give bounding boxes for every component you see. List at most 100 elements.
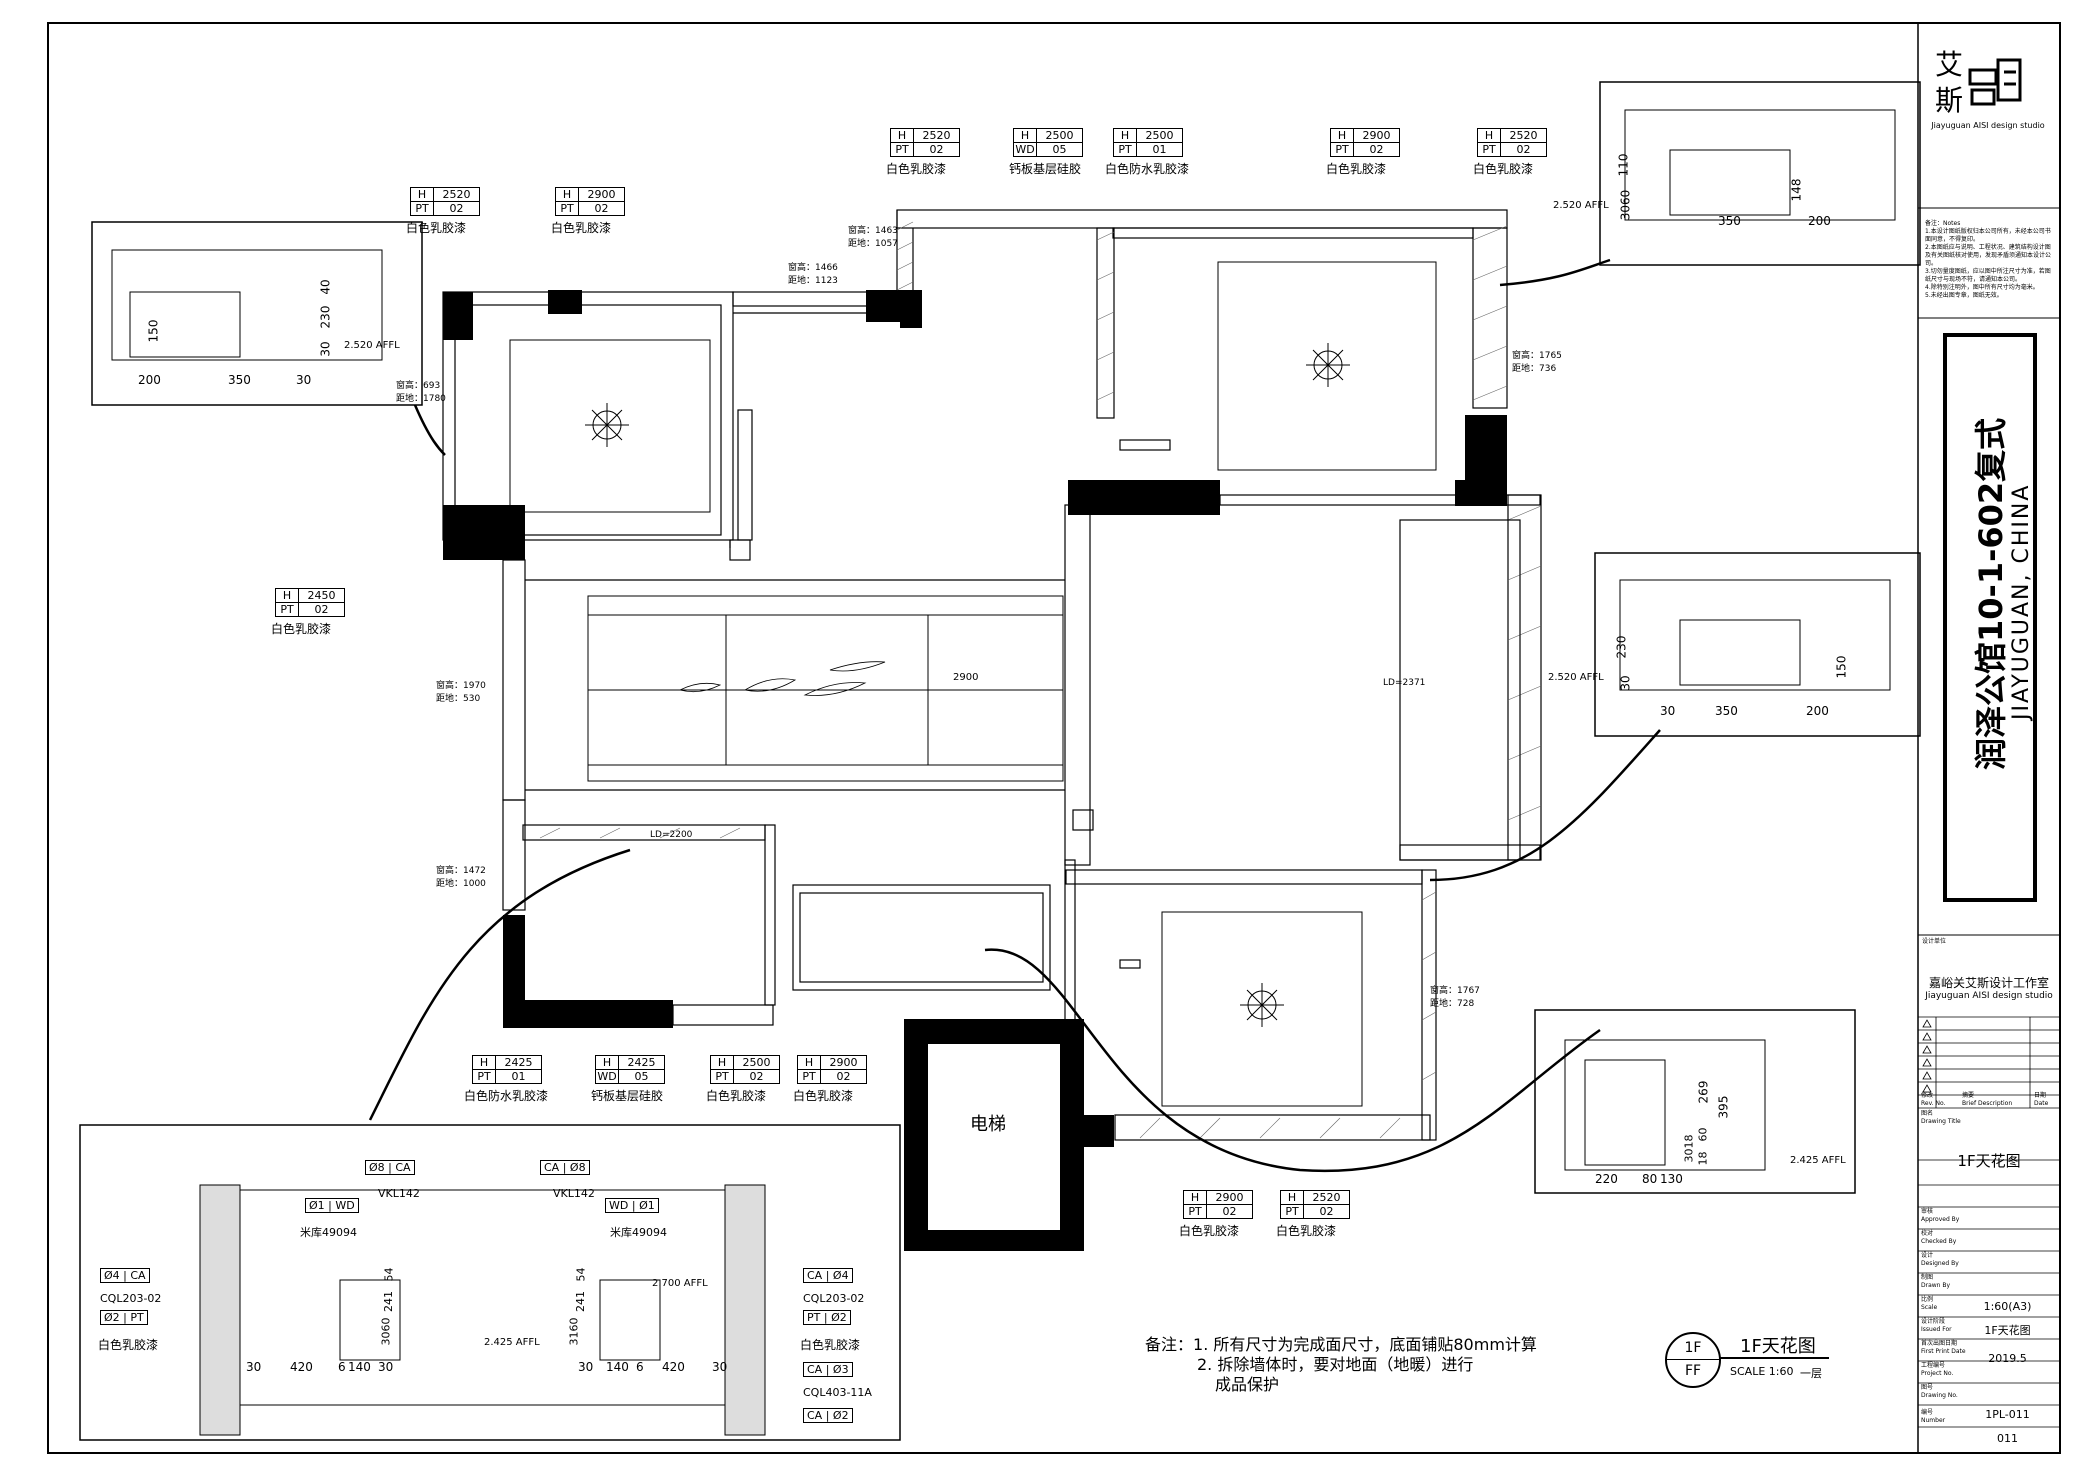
tag-code: WD	[1014, 143, 1037, 156]
plan-title: 1F天花图	[1740, 1336, 1816, 1357]
tag-height: 2900	[829, 1056, 858, 1069]
plan-scale: SCALE 1:60	[1730, 1365, 1794, 1378]
tag-material: 白色乳胶漆	[706, 1089, 767, 1103]
bl-dim: 420	[290, 1360, 313, 1374]
bl-tag: CA | Ø4	[803, 1268, 853, 1283]
tag-code: PT	[798, 1070, 821, 1083]
tag-code: PT	[891, 143, 914, 156]
tag-material: 白色乳胶漆	[551, 221, 612, 235]
detail-br-affl: 2.425 AFFL	[1790, 1155, 1846, 1166]
tag-code: PT	[411, 202, 434, 215]
thin-walls	[442, 209, 1542, 1141]
tag-num: 02	[1319, 1205, 1334, 1218]
bl-dim: 30	[712, 1360, 728, 1374]
remarks: 备注：1. 所有尺寸为完成面尺寸，底面铺贴80mm计算 2. 拆除墙体时，要对地…	[1145, 1335, 1537, 1395]
plan-code: FF	[1684, 1363, 1702, 1379]
bl-dim: 140	[606, 1360, 629, 1374]
elevator-label: 电梯	[970, 1114, 1006, 1135]
notes-line: 5.未经出图专章，图纸无效。	[1925, 292, 2003, 299]
detail-br-dim: 18	[1696, 1151, 1710, 1166]
tag-height: 2900	[1215, 1191, 1244, 1204]
bl-tag: Ø4 | CA	[100, 1268, 150, 1283]
project-title-cn: 润泽公馆10-1-602复式	[1972, 418, 2010, 770]
notes-title: 备注：Notes	[1925, 220, 1961, 227]
detail-br-dim: 3018	[1682, 1134, 1696, 1163]
tag-height: 2520	[442, 188, 471, 201]
tag-height: 2900	[587, 188, 616, 201]
detail-mr-dim: 30	[1618, 675, 1633, 691]
bl-cql-right2: CQL403-11A	[803, 1386, 872, 1399]
bl-dim: 3160	[567, 1317, 581, 1346]
tag-height: 2900	[1362, 129, 1391, 142]
tag-height: 2520	[922, 129, 951, 142]
drawing-title: 1F天花图	[1957, 1152, 2021, 1170]
detail-mr-dim: 350	[1715, 704, 1738, 718]
scale-value: 1:60(A3)	[1983, 1300, 2032, 1313]
detail-mr-dim: 30	[1660, 704, 1676, 718]
tag-code: PT	[711, 1070, 734, 1083]
bl-dim: 30	[378, 1360, 394, 1374]
bl-cql-right: CQL203-02	[803, 1292, 865, 1305]
leaf-decoration	[678, 661, 886, 696]
tag-code: PT	[1114, 143, 1137, 156]
bl-dim: 140	[348, 1360, 371, 1374]
sheet-value: 1F天花图	[1984, 1324, 2031, 1337]
tag-material: 白色乳胶漆	[406, 221, 467, 235]
tag-height: 2425	[627, 1056, 656, 1069]
notes-line: 4.除特别注明外，图中所有尺寸均为毫米。	[1925, 284, 2039, 291]
bl-dim: 54	[382, 1267, 396, 1282]
number-label: 编号 Number	[1921, 1409, 1946, 1424]
detail-mr-affl: 2.520 AFFL	[1548, 672, 1604, 683]
bl-dim: 241	[382, 1291, 395, 1312]
tag-material: 白色防水乳胶漆	[1105, 162, 1190, 176]
bl-tag: CA | Ø2	[803, 1408, 853, 1423]
tag-num: 02	[1222, 1205, 1237, 1218]
detail-frames	[79, 81, 1921, 1441]
ld-2200-label: LD=2200	[650, 830, 693, 840]
tag-num: 02	[314, 603, 329, 616]
detail-br-dim: 220	[1595, 1172, 1618, 1186]
detail-br-dim: 60	[1696, 1127, 1710, 1142]
number-value: 011	[1997, 1432, 2018, 1445]
bl-tag: CA | Ø3	[803, 1362, 853, 1377]
detail-interiors	[111, 109, 1896, 1406]
tag-material: 白色乳胶漆	[1276, 1224, 1337, 1238]
detail-tl-dim: 30	[318, 341, 333, 357]
tag-height: 2520	[1312, 1191, 1341, 1204]
detail-tl-dim: 40	[318, 279, 333, 295]
svg-text:斯: 斯	[1935, 84, 1963, 117]
detail-tl-dim: 30	[296, 373, 312, 387]
bl-tag: CA | Ø8	[540, 1160, 590, 1175]
detail-tr-dim: 110	[1616, 153, 1631, 177]
detail-mr-dim: 230	[1614, 635, 1629, 659]
bl-mk-left: 米库49094	[300, 1226, 357, 1239]
plan-label-badge: 1F FF	[1665, 1332, 1721, 1388]
remarks-line-3: 成品保护	[1215, 1375, 1280, 1394]
plan-floor: 1F	[1684, 1340, 1702, 1356]
remarks-line-2: 2. 拆除墙体时，要对地面（地暖）进行	[1197, 1355, 1474, 1374]
tag-height: 2500	[742, 1056, 771, 1069]
brief-header: 摘要 Brief Description	[1962, 1092, 2013, 1107]
tag-material: 白色乳胶漆	[271, 622, 332, 636]
bl-affl-right: 2.700 AFFL	[652, 1278, 708, 1289]
elevator-shaft	[904, 1019, 1084, 1251]
bl-dim: 30	[246, 1360, 262, 1374]
detail-tr-dim: 3060	[1618, 189, 1633, 221]
bl-vkl-left: VKL142	[378, 1187, 420, 1200]
tag-num: 02	[929, 143, 944, 156]
tag-material: 白色防水乳胶漆	[464, 1089, 549, 1103]
detail-tl-dim: 350	[228, 373, 251, 387]
project-title-box	[1943, 333, 2037, 902]
drawing-title-label: 图名 Drawing Title	[1921, 1110, 1961, 1125]
bl-affl-left: 2.425 AFFL	[484, 1337, 540, 1348]
tag-material: 白色乳胶漆	[1326, 162, 1387, 176]
bl-tag: WD | Ø1	[605, 1198, 659, 1213]
